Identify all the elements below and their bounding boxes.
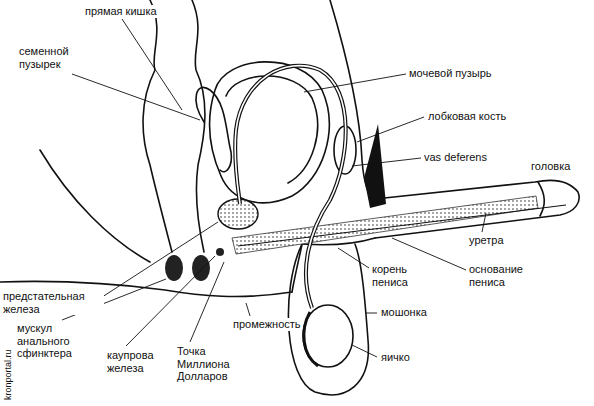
leader-line [304, 74, 406, 92]
rectum [143, 0, 172, 252]
cowper-gland [216, 248, 224, 256]
vas-deferens [235, 66, 346, 308]
seminal-vesicle [196, 87, 231, 171]
epididymis [304, 312, 318, 366]
erectile-tissue [232, 196, 538, 254]
part-label: лобковая кость [427, 110, 507, 123]
leader-line [352, 158, 421, 166]
leader-line [482, 213, 486, 232]
part-label: промежность [232, 318, 302, 331]
leader-line [352, 345, 377, 357]
urethra [238, 205, 566, 246]
leader-line [246, 303, 250, 316]
leader-line [338, 248, 369, 268]
part-label: уретра [468, 234, 505, 247]
part-label: корень пениса [371, 263, 445, 288]
part-label: предстательная железа [2, 290, 104, 315]
part-label: семенной пузырек [18, 45, 86, 70]
watermark: kronportal.ru [3, 348, 13, 401]
part-label: головка [530, 160, 571, 173]
part-label: яичко [380, 351, 411, 364]
part-label: прямая кишка [84, 5, 158, 18]
leader-line [126, 256, 215, 346]
pubic-hair [364, 124, 386, 208]
leader-line [366, 313, 377, 314]
rectum [192, 0, 205, 252]
bladder-wall [226, 76, 318, 183]
part-label: мочевой пузырь [408, 67, 493, 80]
part-label: Точка Миллиона Долларов [176, 345, 242, 383]
leader-line [72, 74, 200, 120]
leader-line [96, 222, 218, 301]
part-label: каупрова железа [106, 349, 170, 374]
leader-line [190, 262, 224, 342]
vas-deferens [235, 66, 346, 308]
part-label: мускул анального сфинктера [16, 322, 100, 360]
testis [303, 305, 353, 367]
leader-line [122, 19, 182, 110]
part-label: мошонка [380, 306, 428, 319]
part-label: основание пениса [468, 263, 548, 288]
anal-sphincter [165, 255, 183, 281]
back-outline [40, 150, 150, 262]
glans-rim [538, 182, 544, 216]
part-label: vas deferens [423, 151, 488, 164]
leader-line [357, 117, 424, 142]
